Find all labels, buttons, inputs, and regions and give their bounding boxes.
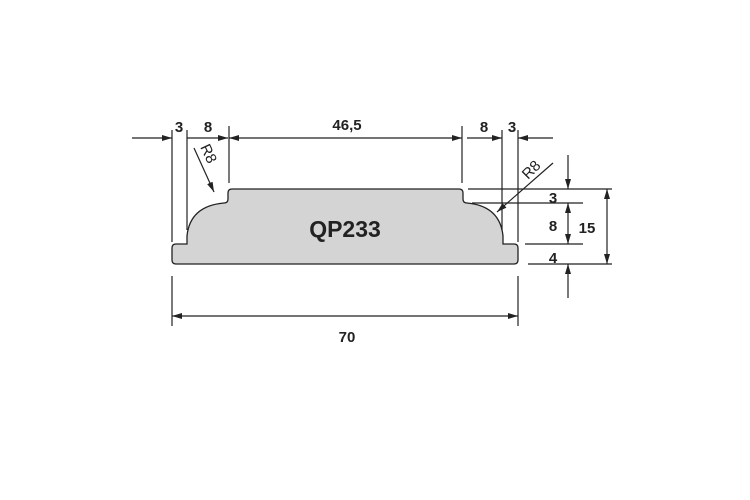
- top-extension-lines: [171, 126, 519, 242]
- dim-top-3-right: 3: [508, 119, 516, 136]
- radius-leader-right: [496, 162, 554, 213]
- dim-top-3-left: 3: [175, 119, 183, 136]
- dim-right-4: 4: [549, 250, 558, 267]
- dim-overall-width: 70: [339, 329, 356, 346]
- dim-right-8: 8: [549, 218, 557, 235]
- dim-top-8-left: 8: [204, 119, 212, 136]
- radius-label-left: R8: [196, 142, 220, 167]
- profile-shape: [171, 188, 519, 265]
- dim-top-46-5: 46,5: [332, 117, 361, 134]
- profile-label: QP233: [309, 216, 381, 242]
- dim-top-8-right: 8: [480, 119, 488, 136]
- dim-overall-height: 15: [579, 220, 596, 237]
- radius-label-right: R8: [519, 157, 545, 183]
- dim-right-3: 3: [549, 190, 557, 207]
- radius-leader-left: [193, 147, 215, 193]
